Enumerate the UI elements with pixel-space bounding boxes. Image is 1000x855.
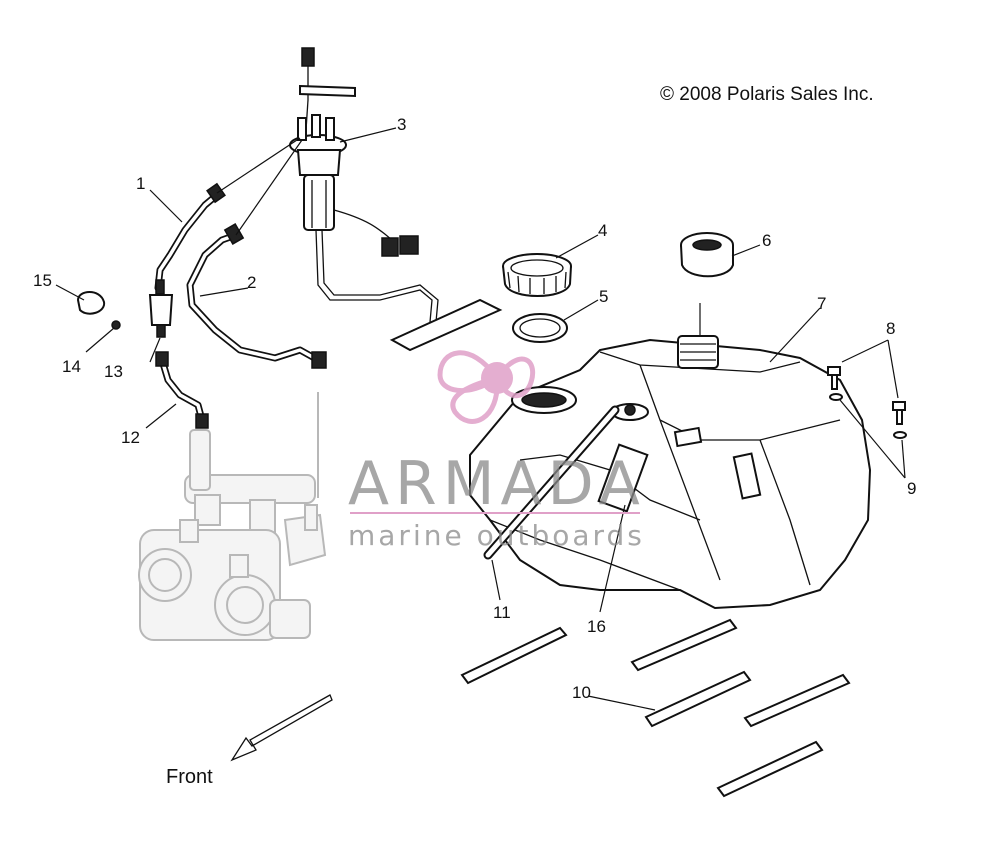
- fuel-filter-13: [148, 279, 174, 338]
- callout-2: 2: [247, 273, 256, 292]
- propeller-logo-icon: [437, 350, 536, 424]
- fuel-tank-7: [469, 335, 872, 610]
- screw-14: [111, 320, 121, 330]
- vent-tube-11: [483, 405, 620, 560]
- gasket-5: [512, 313, 568, 343]
- watermark-brand: ARMADA: [348, 449, 646, 519]
- fuel-cap-6: [680, 232, 734, 278]
- callout-7: 7: [817, 294, 826, 313]
- copyright-text: © 2008 Polaris Sales Inc.: [660, 84, 874, 105]
- hose-12: [155, 351, 209, 429]
- callout-15: 15: [33, 271, 52, 290]
- callout-4: 4: [598, 221, 607, 240]
- callout-16: 16: [587, 617, 606, 636]
- hose-2: [186, 223, 327, 369]
- callout-14: 14: [62, 357, 81, 376]
- callout-3: 3: [397, 115, 406, 134]
- callout-labels: 1 2 3 4 5 6 7 8 9 10 11 12 13 14 15 16: [33, 115, 916, 702]
- front-arrow: Front: [166, 694, 333, 788]
- pads-10: [460, 618, 851, 798]
- callout-9: 9: [907, 479, 916, 498]
- watermark-rule: [350, 512, 640, 514]
- callout-1: 1: [136, 174, 145, 193]
- callout-13: 13: [104, 362, 123, 381]
- fuel-pump-assembly: [289, 47, 503, 352]
- lock-ring-4: [502, 253, 572, 297]
- throttle-body-ghost: [138, 392, 327, 641]
- callout-5: 5: [599, 287, 608, 306]
- callout-6: 6: [762, 231, 771, 250]
- washers-9: [829, 393, 907, 439]
- leader-lines: [55, 127, 906, 711]
- callout-10: 10: [572, 683, 591, 702]
- watermark-tagline: marine outboards: [348, 519, 645, 552]
- callout-8: 8: [886, 319, 895, 338]
- hose-1: [154, 182, 226, 292]
- callout-12: 12: [121, 428, 140, 447]
- callout-11: 11: [493, 603, 511, 622]
- watermark: ARMADA marine outboards: [348, 350, 646, 552]
- bolts-8: [827, 366, 906, 425]
- front-label: Front: [166, 766, 213, 788]
- clamp-15: [76, 291, 106, 315]
